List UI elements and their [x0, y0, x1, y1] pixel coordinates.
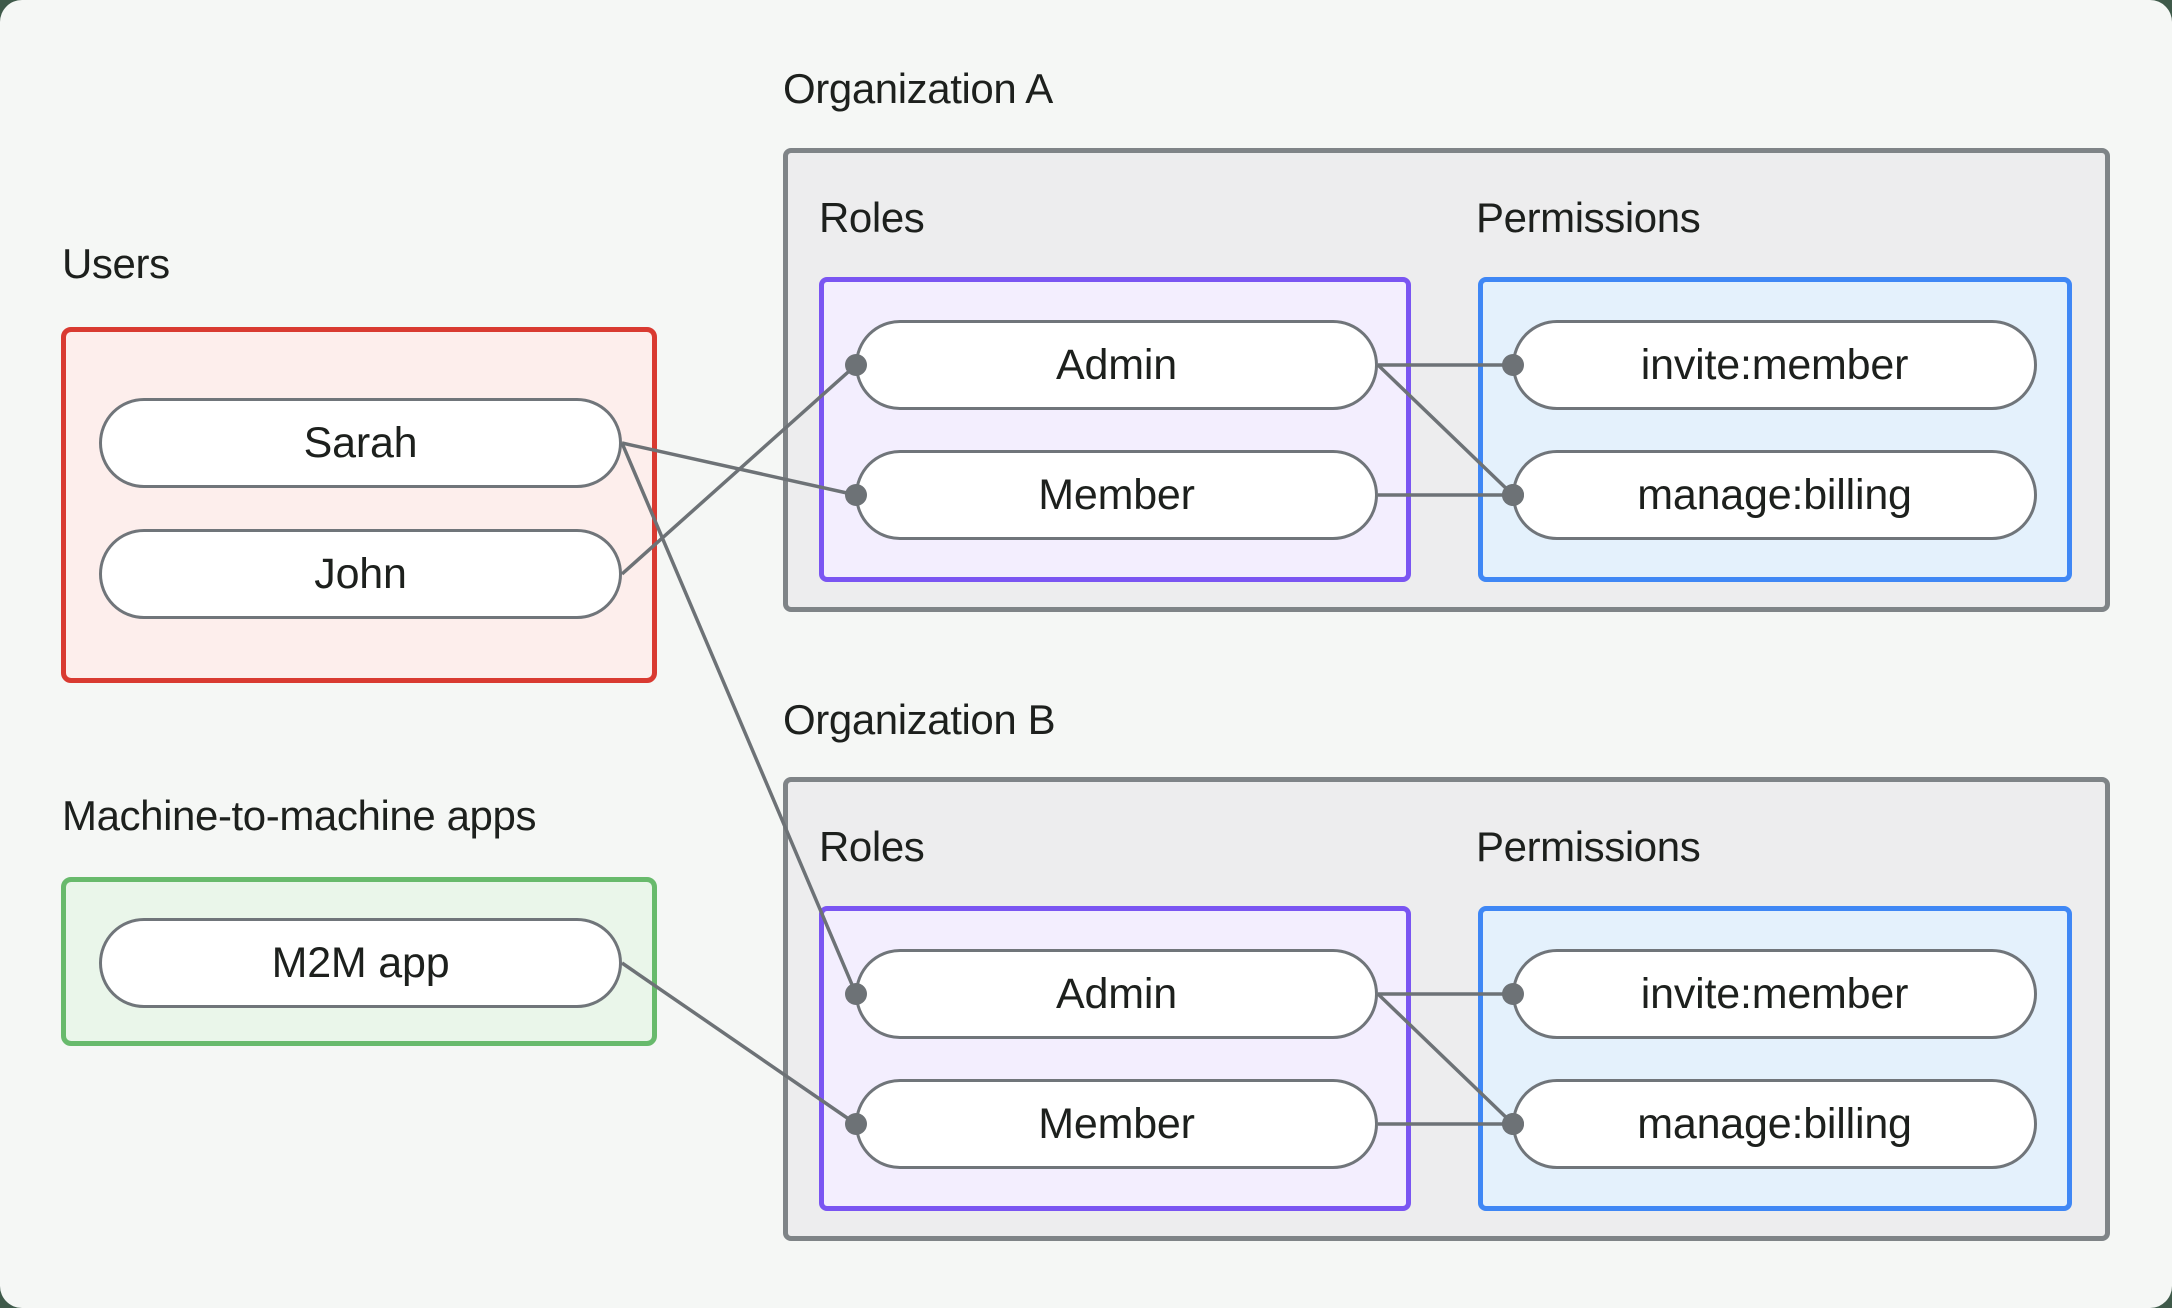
m2m-group-box: M2M app — [61, 877, 657, 1046]
org-a-role-node-member: Member — [855, 450, 1378, 540]
org-b-role-node-member: Member — [855, 1079, 1378, 1169]
org-b-label: Organization B — [783, 696, 1056, 743]
org-a-permission-node-invite-member: invite:member — [1512, 320, 2037, 410]
org-b-permission-node-invite-member: invite:member — [1512, 949, 2037, 1039]
m2m-group-label: Machine-to-machine apps — [62, 792, 537, 839]
org-b-permissions-box: invite:member manage:billing — [1478, 906, 2072, 1211]
org-a-roles-label: Roles — [819, 194, 925, 241]
user-node-sarah: Sarah — [99, 398, 622, 488]
org-b-roles-box: Admin Member — [819, 906, 1411, 1211]
org-b-permission-node-manage-billing: manage:billing — [1512, 1079, 2037, 1169]
org-a-permissions-label: Permissions — [1476, 194, 1701, 241]
org-a-roles-box: Admin Member — [819, 277, 1411, 582]
org-a-permissions-box: invite:member manage:billing — [1478, 277, 2072, 582]
org-b-role-node-admin: Admin — [855, 949, 1378, 1039]
user-node-john: John — [99, 529, 622, 619]
users-group-label: Users — [62, 240, 170, 287]
org-a-role-node-admin: Admin — [855, 320, 1378, 410]
users-group-box: Sarah John — [61, 327, 657, 683]
m2m-node-app: M2M app — [99, 918, 622, 1008]
org-a-label: Organization A — [783, 65, 1053, 112]
org-a-permission-node-manage-billing: manage:billing — [1512, 450, 2037, 540]
org-a-box: Roles Admin Member Permissions invite:me… — [783, 148, 2110, 612]
org-b-box: Roles Admin Member Permissions invite:me… — [783, 777, 2110, 1241]
org-b-roles-label: Roles — [819, 823, 925, 870]
org-b-permissions-label: Permissions — [1476, 823, 1701, 870]
